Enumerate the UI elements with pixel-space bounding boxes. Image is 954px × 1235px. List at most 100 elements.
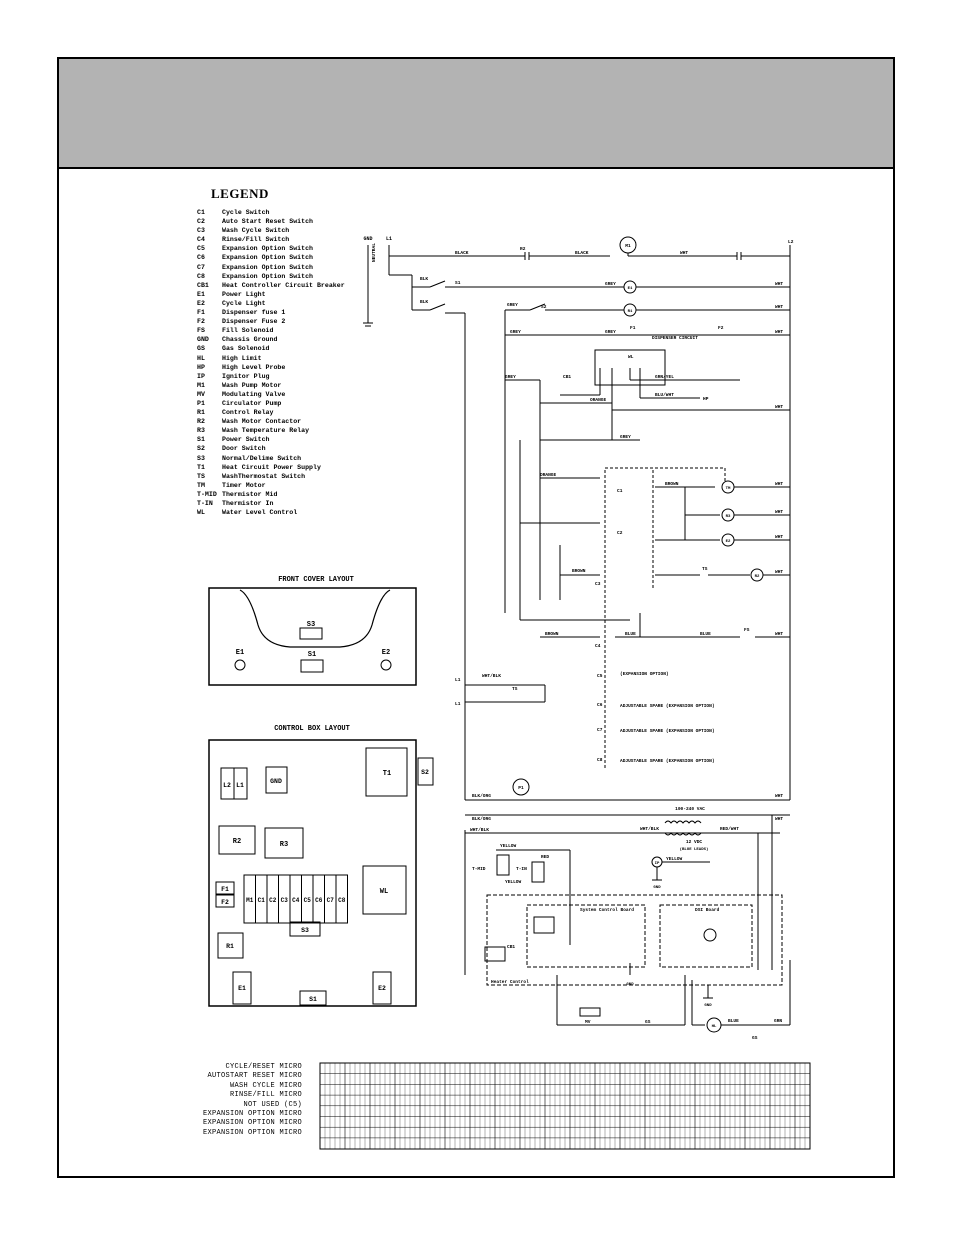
wht-label-3: WHT (775, 304, 783, 310)
r1-label: R1 (226, 943, 234, 950)
wht-label-4: WHT (775, 329, 783, 335)
neutral-label: NEUTRAL (371, 243, 377, 262)
r1-sch: R1 (628, 310, 633, 314)
legend-item: GND Chassis Ground (197, 335, 345, 344)
wht-label-8: WHT (775, 534, 783, 540)
legend-desc: Dispenser Fuse 2 (222, 318, 286, 326)
legend-code: GND (197, 336, 209, 344)
s1-label: S1 (308, 651, 316, 659)
legend-desc: Rinse/Fill Switch (222, 236, 290, 244)
legend-desc: Fill Solenoid (222, 327, 274, 335)
wht-label-10: WHT (775, 631, 783, 637)
legend-desc: WashThermostat Switch (222, 472, 306, 480)
t1-label: T1 (383, 770, 391, 778)
wl-label: WL (380, 888, 388, 896)
wht-label-9: WHT (775, 569, 783, 575)
timing-row-label: WASH CYCLE MICRO (229, 1081, 302, 1090)
hl-sch: HL (712, 1025, 717, 1029)
e2-cb-label: E2 (378, 985, 386, 992)
t-mid: T-MID (472, 866, 486, 872)
c1-sch: C1 (617, 488, 623, 494)
legend-code: S3 (197, 454, 205, 462)
cb1-sch: CB1 (563, 374, 571, 380)
legend-code: WL (197, 509, 205, 517)
legend-item: C4 Rinse/Fill Switch (197, 235, 345, 244)
c8-sch: C8 (597, 757, 603, 763)
brown-label-1: BROWN (665, 481, 679, 487)
legend-code: P1 (197, 399, 205, 407)
e1-label: E1 (236, 649, 244, 657)
legend-code: MV (197, 390, 205, 398)
adjustable-spare-1: ADJUSTABLE SPARE (EXPANSION OPTION) (620, 703, 715, 709)
legend-code: F2 (197, 318, 205, 326)
fs-sch: FS (744, 627, 750, 633)
legend-code: M1 (197, 381, 205, 389)
switch-label-c1: C1 (258, 897, 266, 904)
legend-item: F2 Dispenser Fuse 2 (197, 317, 345, 326)
gs-sch-2: GS (752, 1035, 758, 1041)
red-1: RED (541, 854, 549, 860)
legend-item: P1 Circulator Pump (197, 399, 345, 408)
wht-blk-3: WHT/BLK (470, 827, 489, 833)
legend-item: T1 Heat Circuit Power Supply (197, 463, 345, 472)
blk-label-2: BLK (420, 299, 428, 305)
blue-label-1: BLUE (625, 631, 636, 637)
wl-sch: WL (628, 354, 634, 360)
e1-sch: E1 (628, 287, 633, 291)
header-band (59, 59, 893, 169)
legend-code: HL (197, 354, 205, 362)
blu-wht-label: BLU/WHT (655, 392, 674, 398)
legend-desc: Heat Controller Circuit Breaker (222, 281, 345, 289)
wht-label-11: WHT (775, 793, 783, 799)
switch-label-m1: M1 (246, 897, 254, 904)
grey-label-5: GREY (505, 374, 516, 380)
legend-desc: Circulator Pump (222, 399, 282, 407)
legend-item: TS WashThermostat Switch (197, 472, 345, 481)
c4-sch: C4 (595, 643, 601, 649)
legend-desc: Water Level Control (222, 509, 298, 517)
legend-desc: Expansion Option Switch (222, 254, 314, 262)
legend-desc: Auto Start Reset Switch (222, 218, 314, 226)
switch-slot-c8 (335, 874, 348, 924)
wht-blk-1: WHT/BLK (482, 673, 501, 679)
legend-code: C8 (197, 272, 205, 280)
legend-desc: Cycle Light (222, 299, 266, 307)
grey-label-6: GREY (620, 434, 631, 440)
legend-code: R3 (197, 427, 205, 435)
legend-code: C3 (197, 227, 205, 235)
s3-cb-label: S3 (301, 927, 309, 934)
l2-sch: L2 (788, 239, 794, 245)
legend-desc: High Level Probe (222, 363, 286, 371)
legend-desc: Ignitor Plug (222, 372, 270, 380)
legend-desc: Control Relay (222, 409, 274, 417)
heater-control: Heater Control (491, 979, 529, 985)
wiring-schematic: GND L1 NEUTRAL BLK BLK S1 BLACK R2 BLACK… (363, 236, 794, 1041)
legend-code: TS (197, 472, 205, 480)
switch-label-c5: C5 (304, 897, 312, 904)
gnd-label: GND (270, 778, 282, 785)
legend-desc: Wash Motor Contactor (222, 418, 302, 426)
legend-desc: Heat Circuit Power Supply (222, 463, 321, 471)
gnd-ip: GND (653, 886, 661, 890)
e2-sch: E2 (726, 540, 731, 544)
legend-desc: Chassis Ground (222, 336, 278, 344)
dsi-board: DSI Board (695, 907, 720, 913)
legend-code: C7 (197, 263, 205, 271)
r3-sch: R3 (726, 515, 731, 519)
legend-code: T1 (197, 463, 205, 471)
legend-desc: Power Switch (222, 436, 270, 444)
r2-sch-b: R2 (755, 575, 760, 579)
legend-code: C4 (197, 236, 205, 244)
blue-label-2: BLUE (700, 631, 711, 637)
legend-code: E2 (197, 299, 205, 307)
